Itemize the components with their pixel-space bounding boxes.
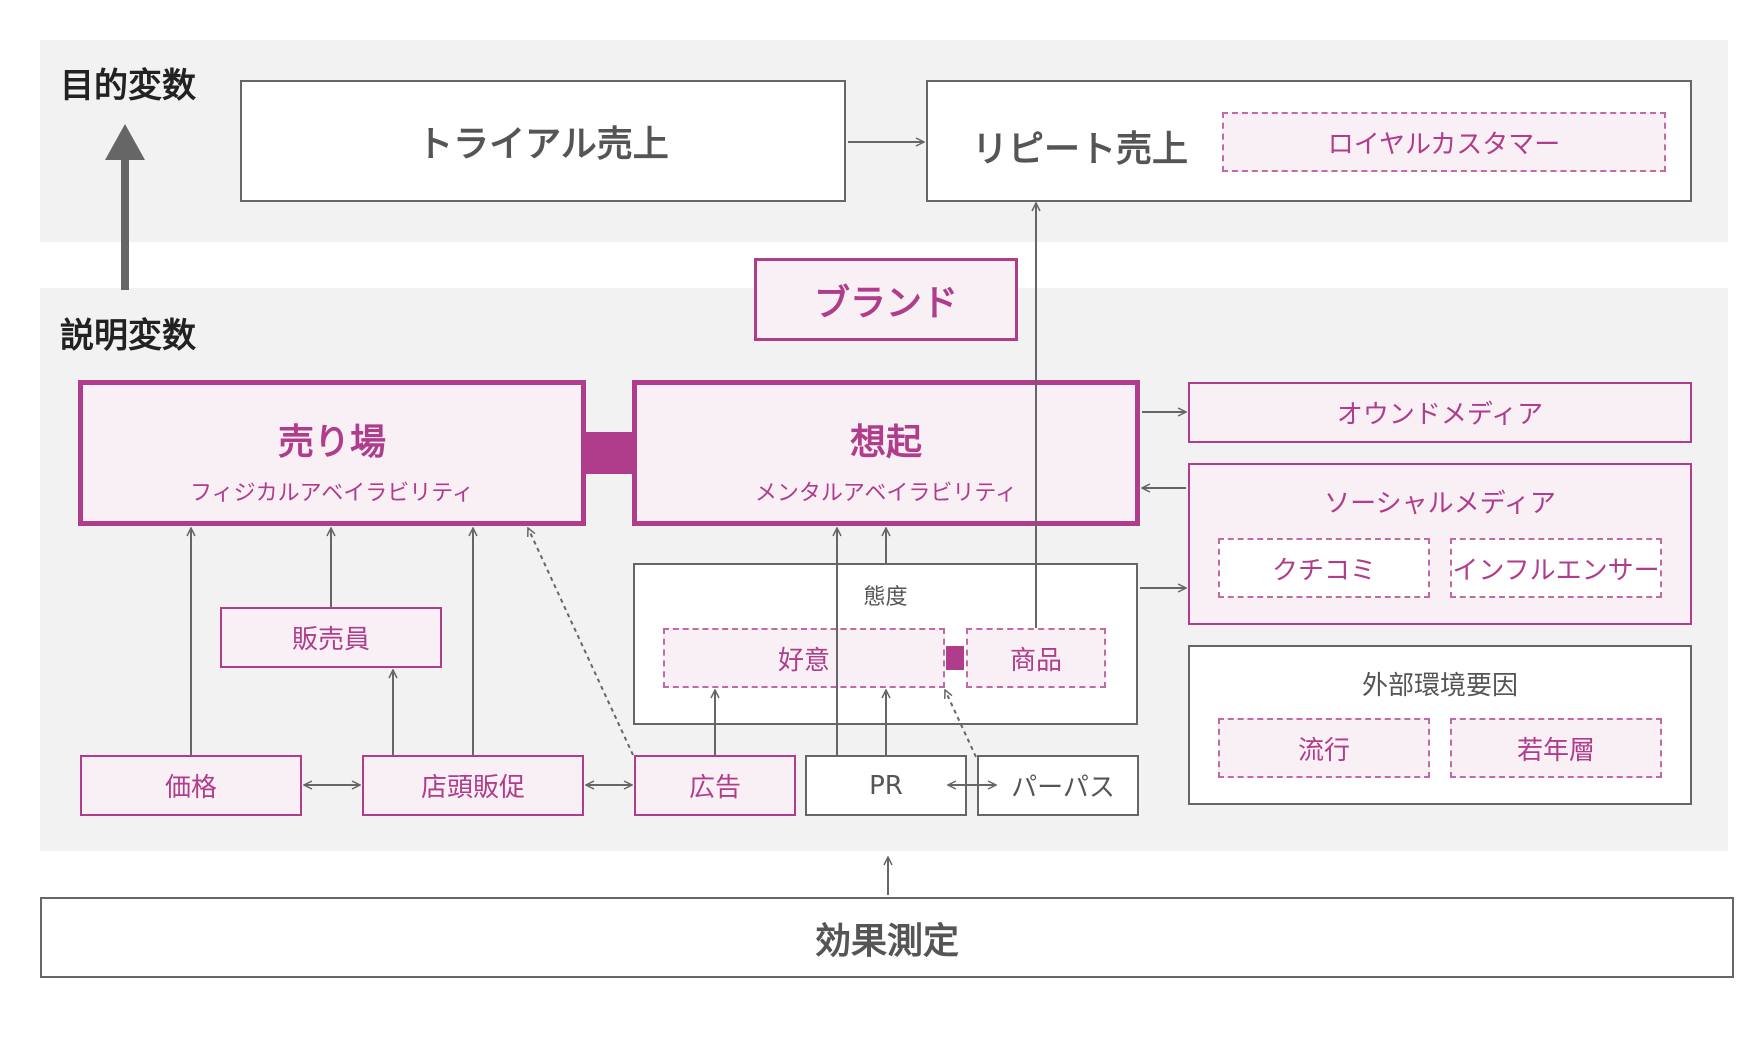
young-demographic-box: 若年層: [1450, 718, 1662, 778]
advertising-box: 広告: [634, 755, 796, 816]
pr-label: PR: [869, 770, 903, 801]
owned-media-box: オウンドメディア: [1188, 382, 1692, 443]
price-box: 価格: [80, 755, 302, 816]
objective-label: 目的変数: [60, 66, 196, 106]
external-factors-title: 外部環境要因: [1361, 671, 1518, 701]
arrow-ad-to-sales-floor: [528, 528, 634, 756]
pr-box: PR: [805, 755, 967, 816]
liking-product-link: [946, 646, 964, 670]
owned-media-label: オウンドメディア: [1336, 400, 1544, 430]
young-demographic-label: 若年層: [1516, 735, 1595, 766]
salesperson-box: 販売員: [220, 607, 442, 668]
attitude-title: 態度: [863, 585, 908, 610]
sales-floor-box: 売り場 フィジカルアベイラビリティ: [78, 380, 586, 526]
trend-label: 流行: [1297, 735, 1350, 766]
liking-label: 好意: [777, 645, 830, 676]
trend-box: 流行: [1218, 718, 1430, 778]
arrow-purpose-to-product: [945, 690, 977, 758]
brand-label: ブランド: [813, 282, 958, 324]
purpose-label: パーパス: [1011, 773, 1115, 803]
connector-block: [586, 432, 634, 474]
liking-box: 好意: [663, 628, 945, 688]
repeat-sales-box: リピート売上 ロイヤルカスタマー: [926, 80, 1692, 202]
measurement-box: 効果測定: [40, 897, 1734, 978]
word-of-mouth-box: クチコミ: [1218, 538, 1430, 598]
measurement-label: 効果測定: [814, 920, 959, 962]
recall-subtitle: メンタルアベイラビリティ: [754, 481, 1018, 506]
influencer-label: インフルエンサー: [1452, 555, 1660, 586]
product-label: 商品: [1009, 645, 1062, 676]
brand-box: ブランド: [754, 258, 1018, 341]
repeat-sales-label: リピート売上: [972, 129, 1189, 170]
influencer-box: インフルエンサー: [1450, 538, 1662, 598]
store-promotion-label: 店頭販促: [420, 773, 525, 803]
word-of-mouth-label: クチコミ: [1271, 555, 1376, 586]
advertising-label: 広告: [688, 773, 741, 803]
social-media-title: ソーシャルメディア: [1324, 489, 1556, 519]
price-label: 価格: [164, 773, 217, 803]
recall-box: 想起 メンタルアベイラビリティ: [632, 380, 1140, 526]
big-up-arrow-head: [105, 124, 145, 160]
explanatory-label: 説明変数: [60, 316, 196, 356]
sales-floor-subtitle: フィジカルアベイラビリティ: [190, 481, 474, 506]
loyal-customer-box: ロイヤルカスタマー: [1222, 112, 1666, 172]
salesperson-label: 販売員: [291, 625, 370, 655]
trial-sales-box: トライアル売上: [240, 80, 846, 202]
loyal-customer-label: ロイヤルカスタマー: [1327, 129, 1561, 160]
trial-sales-label: トライアル売上: [417, 124, 669, 165]
sales-floor-title: 売り場: [277, 422, 386, 463]
product-box: 商品: [966, 628, 1106, 688]
store-promotion-box: 店頭販促: [362, 755, 584, 816]
purpose-box: パーパス: [977, 755, 1139, 816]
recall-title: 想起: [849, 422, 922, 463]
